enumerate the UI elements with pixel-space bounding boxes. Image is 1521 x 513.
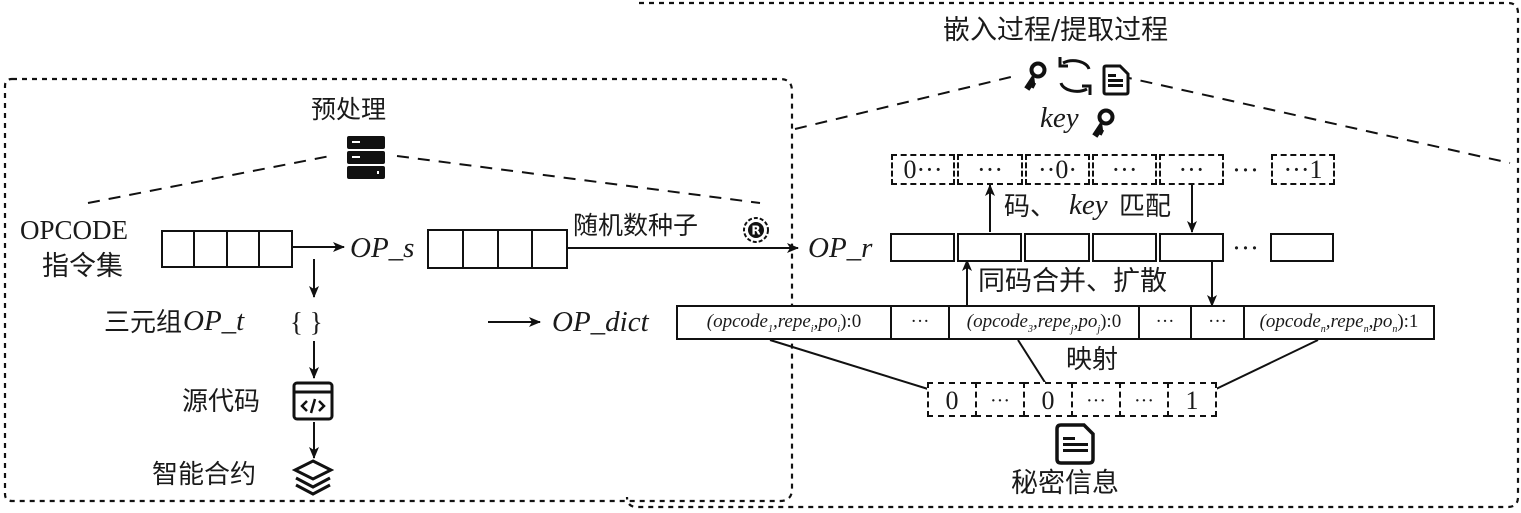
- document-icon: [1054, 423, 1096, 465]
- document-icon: [1102, 64, 1130, 96]
- embed-extract-title: 嵌入过程/提取过程: [943, 15, 1169, 46]
- op-r-cell: [1024, 233, 1090, 262]
- zoom-line: [794, 75, 1016, 130]
- op-s-cell: [497, 229, 533, 269]
- opcode-label: OPCODE: [20, 215, 129, 245]
- key-bit-cell: ··0·: [1025, 154, 1090, 185]
- op-r-cell: [957, 233, 1022, 262]
- zoom-line: [1119, 75, 1511, 164]
- mapping-line: [769, 339, 929, 390]
- op-r-cell: [1159, 233, 1224, 262]
- mapping-label: 映射: [1066, 345, 1119, 375]
- key-bit-cell: 0···: [891, 154, 955, 185]
- embed-panel-border: [625, 1, 1520, 509]
- op-dict-cell: (opcode3,repej,poj):0: [948, 305, 1140, 340]
- triplet-braces: { }: [290, 307, 323, 337]
- triplet-prefix: 三元组: [104, 308, 183, 338]
- op-r-gap: ···: [1232, 233, 1259, 263]
- op-dict-cell: (opcode1,repei,poi):0: [676, 305, 892, 340]
- instruction-set-label: 指令集: [42, 251, 123, 282]
- mapping-line: [1017, 339, 1047, 385]
- svg-text:R: R: [751, 224, 760, 238]
- opcode-cell: [226, 230, 260, 268]
- registered-icon: R: [741, 215, 771, 245]
- op-s-label: OP_s: [350, 232, 415, 264]
- secret-bit-cell: ···: [975, 382, 1025, 417]
- op-dict-cell: ···: [1138, 305, 1192, 340]
- op-s-cell: [531, 229, 568, 269]
- mapping-line: [1215, 339, 1319, 390]
- op-dict-cell: ···: [1190, 305, 1245, 340]
- secret-bit-cell: 0: [1023, 382, 1073, 417]
- random-seed-label: 随机数种子: [573, 211, 699, 240]
- secret-bit-cell: ···: [1119, 382, 1169, 417]
- opcode-cell: [258, 230, 293, 268]
- key-bit-cell: ···: [1092, 154, 1157, 185]
- opcode-cell: [193, 230, 228, 268]
- op-r-cell: [890, 233, 955, 262]
- key-bit-gap: ···: [1232, 155, 1259, 185]
- op-s-cell: [462, 229, 499, 269]
- key-label: key: [1040, 102, 1079, 134]
- preprocess-panel-border: [3, 77, 794, 503]
- op-r-label: OP_r: [808, 232, 873, 264]
- key-bit-cell: ···: [957, 154, 1023, 185]
- server-icon: [346, 135, 386, 180]
- secret-bit-cell: ···: [1071, 382, 1121, 417]
- op-dict-label: OP_dict: [552, 306, 649, 338]
- op-s-cell: [427, 229, 464, 269]
- op-dict-cell: ···: [890, 305, 950, 340]
- layers-icon: [291, 459, 335, 497]
- refresh-icon: [1055, 55, 1095, 97]
- source-code-label: 源代码: [182, 387, 261, 417]
- key-bit-cell: ···1: [1271, 154, 1335, 185]
- op-dict-cell: (opcoden,repen,pon):1: [1243, 305, 1435, 340]
- key-icon: [1022, 61, 1048, 91]
- zoom-line: [396, 155, 761, 204]
- secret-bit-cell: 1: [1167, 382, 1217, 417]
- opcode-cell: [161, 230, 195, 268]
- key-icon: [1090, 108, 1116, 138]
- smart-contract-label: 智能合约: [152, 460, 257, 490]
- preprocess-title: 预处理: [311, 95, 387, 124]
- zoom-line: [87, 155, 331, 204]
- secret-info-label: 秘密信息: [1011, 468, 1119, 499]
- secret-bit-cell: 0: [927, 382, 977, 417]
- op-r-cell: [1092, 233, 1157, 262]
- merge-diffuse-label: 同码合并、扩散: [978, 266, 1167, 297]
- op-t-label: OP_t: [183, 305, 245, 337]
- key-bit-cell: ···: [1159, 154, 1224, 185]
- op-r-cell: [1270, 233, 1334, 262]
- code-window-icon: [292, 381, 334, 421]
